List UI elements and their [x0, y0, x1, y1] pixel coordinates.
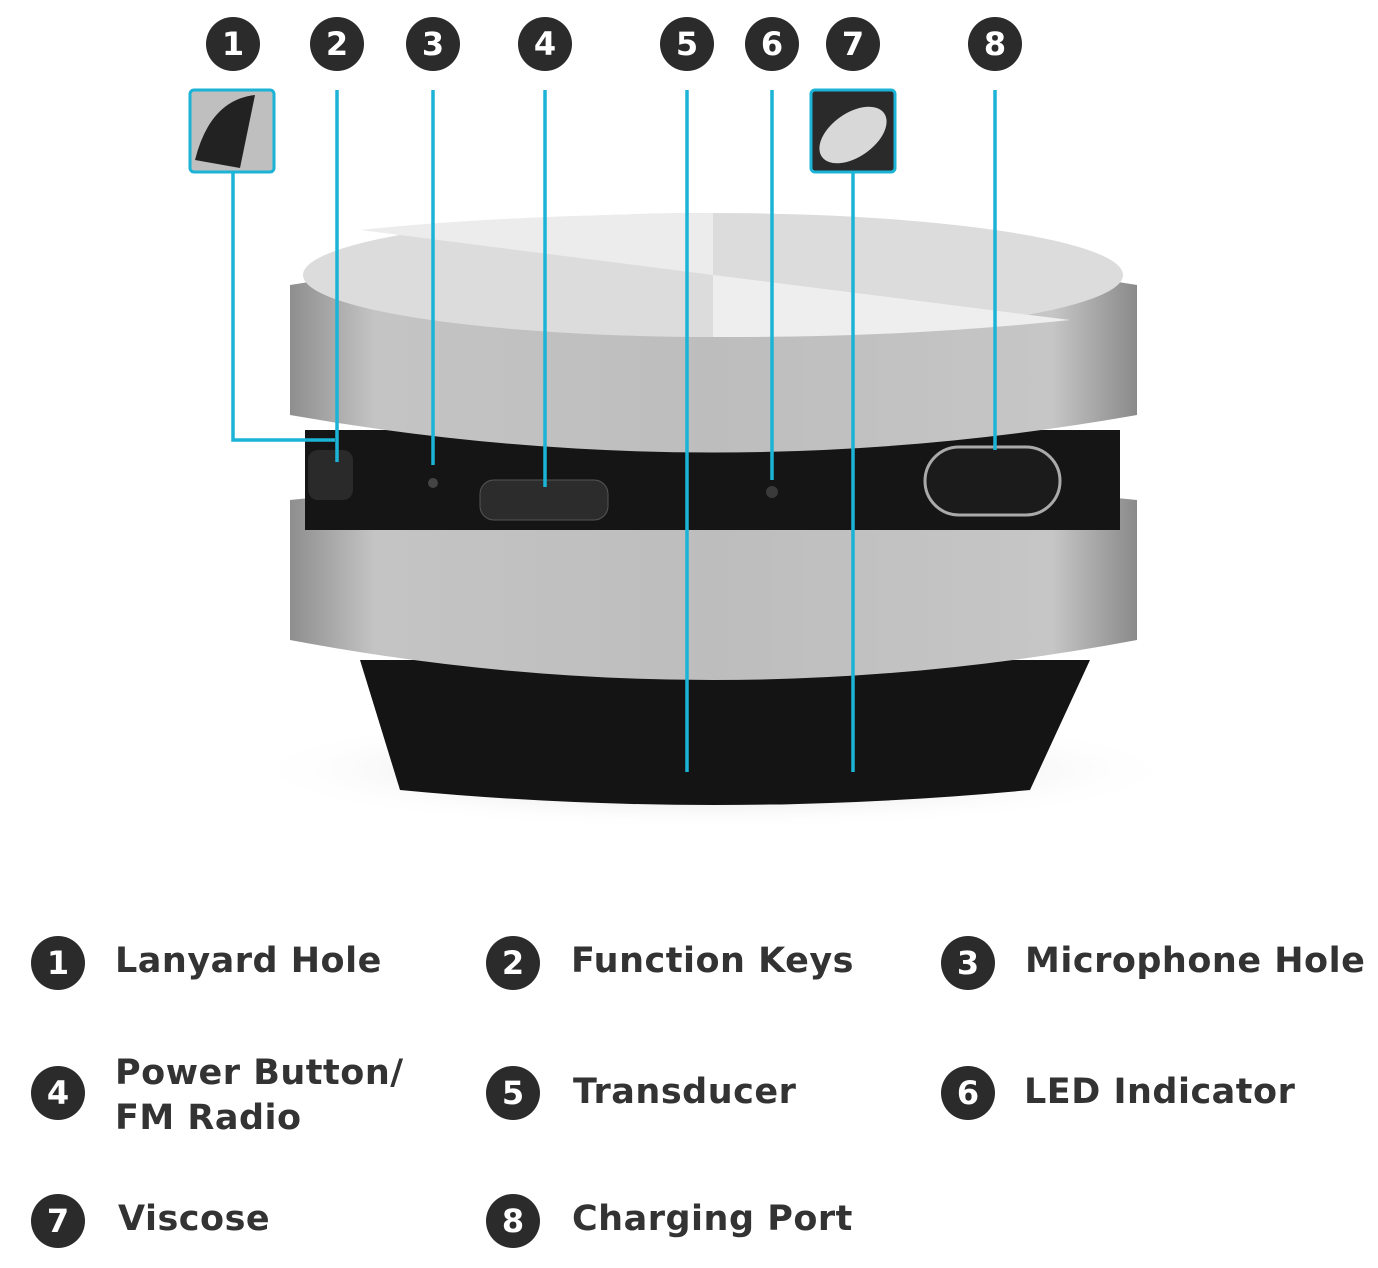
legend-label-power-button: Power Button/ — [115, 1053, 404, 1093]
legend-label-microphone-hole: Microphone Hole — [1025, 941, 1366, 981]
speaker-illustration — [188, 88, 1183, 830]
legend-badge-4: 4 — [31, 1066, 85, 1120]
legend-label-fm-radio: FM Radio — [115, 1098, 302, 1138]
legend-label-lanyard-hole: Lanyard Hole — [115, 941, 382, 981]
microphone-hole — [428, 478, 438, 488]
callout-badge-6: 6 — [745, 17, 799, 71]
callout-badge-8: 8 — [968, 17, 1022, 71]
legend-badge-6: 6 — [941, 1066, 995, 1120]
legend-label-function-keys: Function Keys — [571, 941, 855, 981]
legend-badge-8: 8 — [486, 1194, 540, 1248]
legend-label-transducer: Transducer — [573, 1072, 797, 1112]
legend-badge-3: 3 — [941, 936, 995, 990]
speaker-base — [360, 660, 1090, 805]
callout-badge-3: 3 — [406, 17, 460, 71]
charging-port — [923, 445, 1062, 517]
legend-badge-2: 2 — [486, 936, 540, 990]
legend-badge-7: 7 — [31, 1194, 85, 1248]
legend-badge-1: 1 — [31, 936, 85, 990]
function-keys — [308, 450, 353, 500]
leader-lines — [231, 90, 997, 772]
led-indicator — [766, 486, 778, 498]
callout-badge-1: 1 — [206, 17, 260, 71]
legend-label-charging-port: Charging Port — [572, 1199, 853, 1239]
callout-badge-2: 2 — [310, 17, 364, 71]
callout-badge-4: 4 — [518, 17, 572, 71]
legend-label-viscose: Viscose — [118, 1199, 271, 1239]
legend-badge-5: 5 — [486, 1066, 540, 1120]
callout-badge-7: 7 — [826, 17, 880, 71]
legend-label-led-indicator: LED Indicator — [1024, 1072, 1296, 1112]
callout-badge-5: 5 — [660, 17, 714, 71]
